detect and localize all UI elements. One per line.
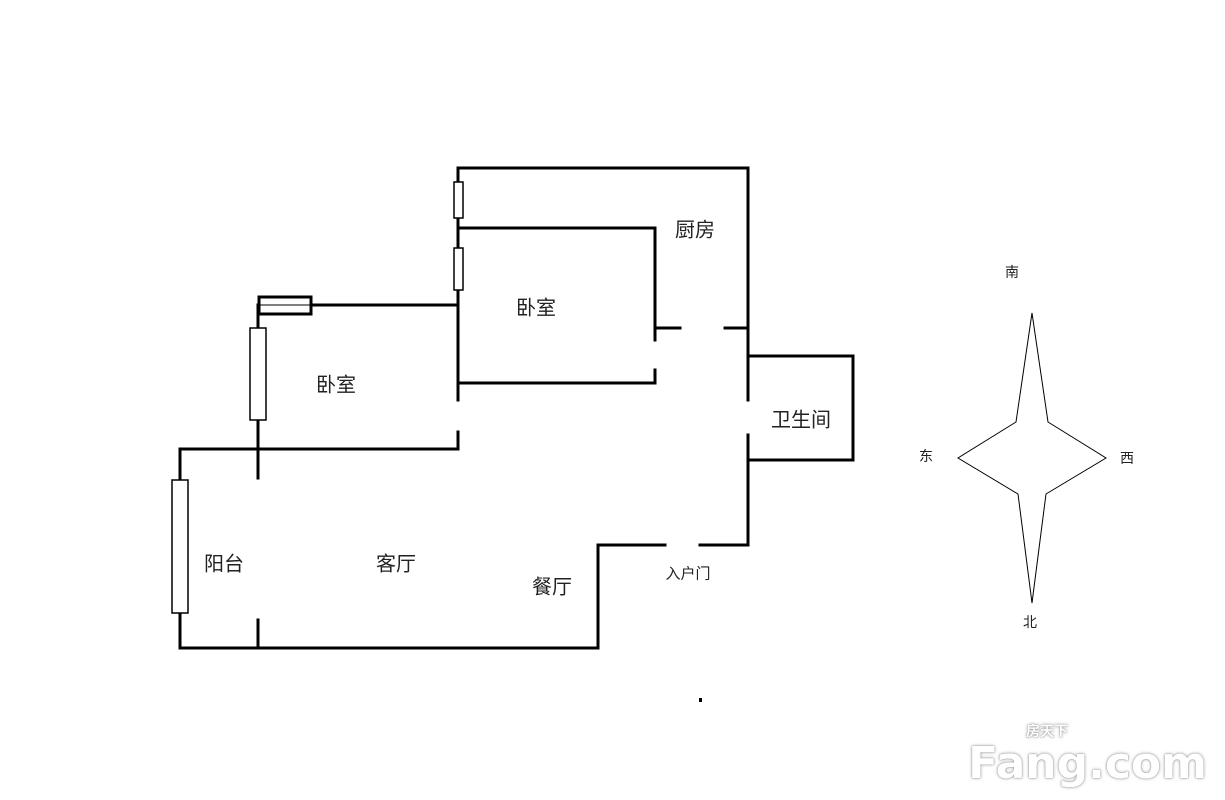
compass-west: 西	[1120, 451, 1134, 467]
compass-star	[957, 312, 1107, 604]
bathroom-wall	[746, 354, 855, 462]
room-label-balcony: 阳台	[204, 551, 244, 576]
watermark-brand-cn: 房天下	[1026, 724, 1069, 740]
room-label-bathroom: 卫生间	[771, 407, 831, 432]
room-label-kitchen: 厨房	[675, 217, 715, 242]
room-label-living-room: 客厅	[376, 551, 416, 576]
room-label-bedroom-north: 卧室	[516, 295, 556, 320]
window	[453, 247, 464, 291]
wall	[178, 447, 750, 650]
compass-north: 北	[1023, 615, 1037, 631]
window	[171, 479, 189, 614]
room-label-bedroom-west: 卧室	[316, 372, 356, 397]
window	[249, 327, 267, 421]
window	[453, 181, 464, 219]
watermark-logo: 房天下 Fang.com	[968, 724, 1207, 788]
entrance-label: 入户门	[665, 564, 711, 583]
wall	[456, 226, 657, 385]
watermark-brand: Fang.com	[968, 738, 1207, 789]
compass-south: 南	[1005, 265, 1019, 281]
wall	[456, 166, 750, 332]
room-label-dining-room: 餐厅	[532, 574, 572, 599]
compass-east: 东	[919, 449, 933, 465]
